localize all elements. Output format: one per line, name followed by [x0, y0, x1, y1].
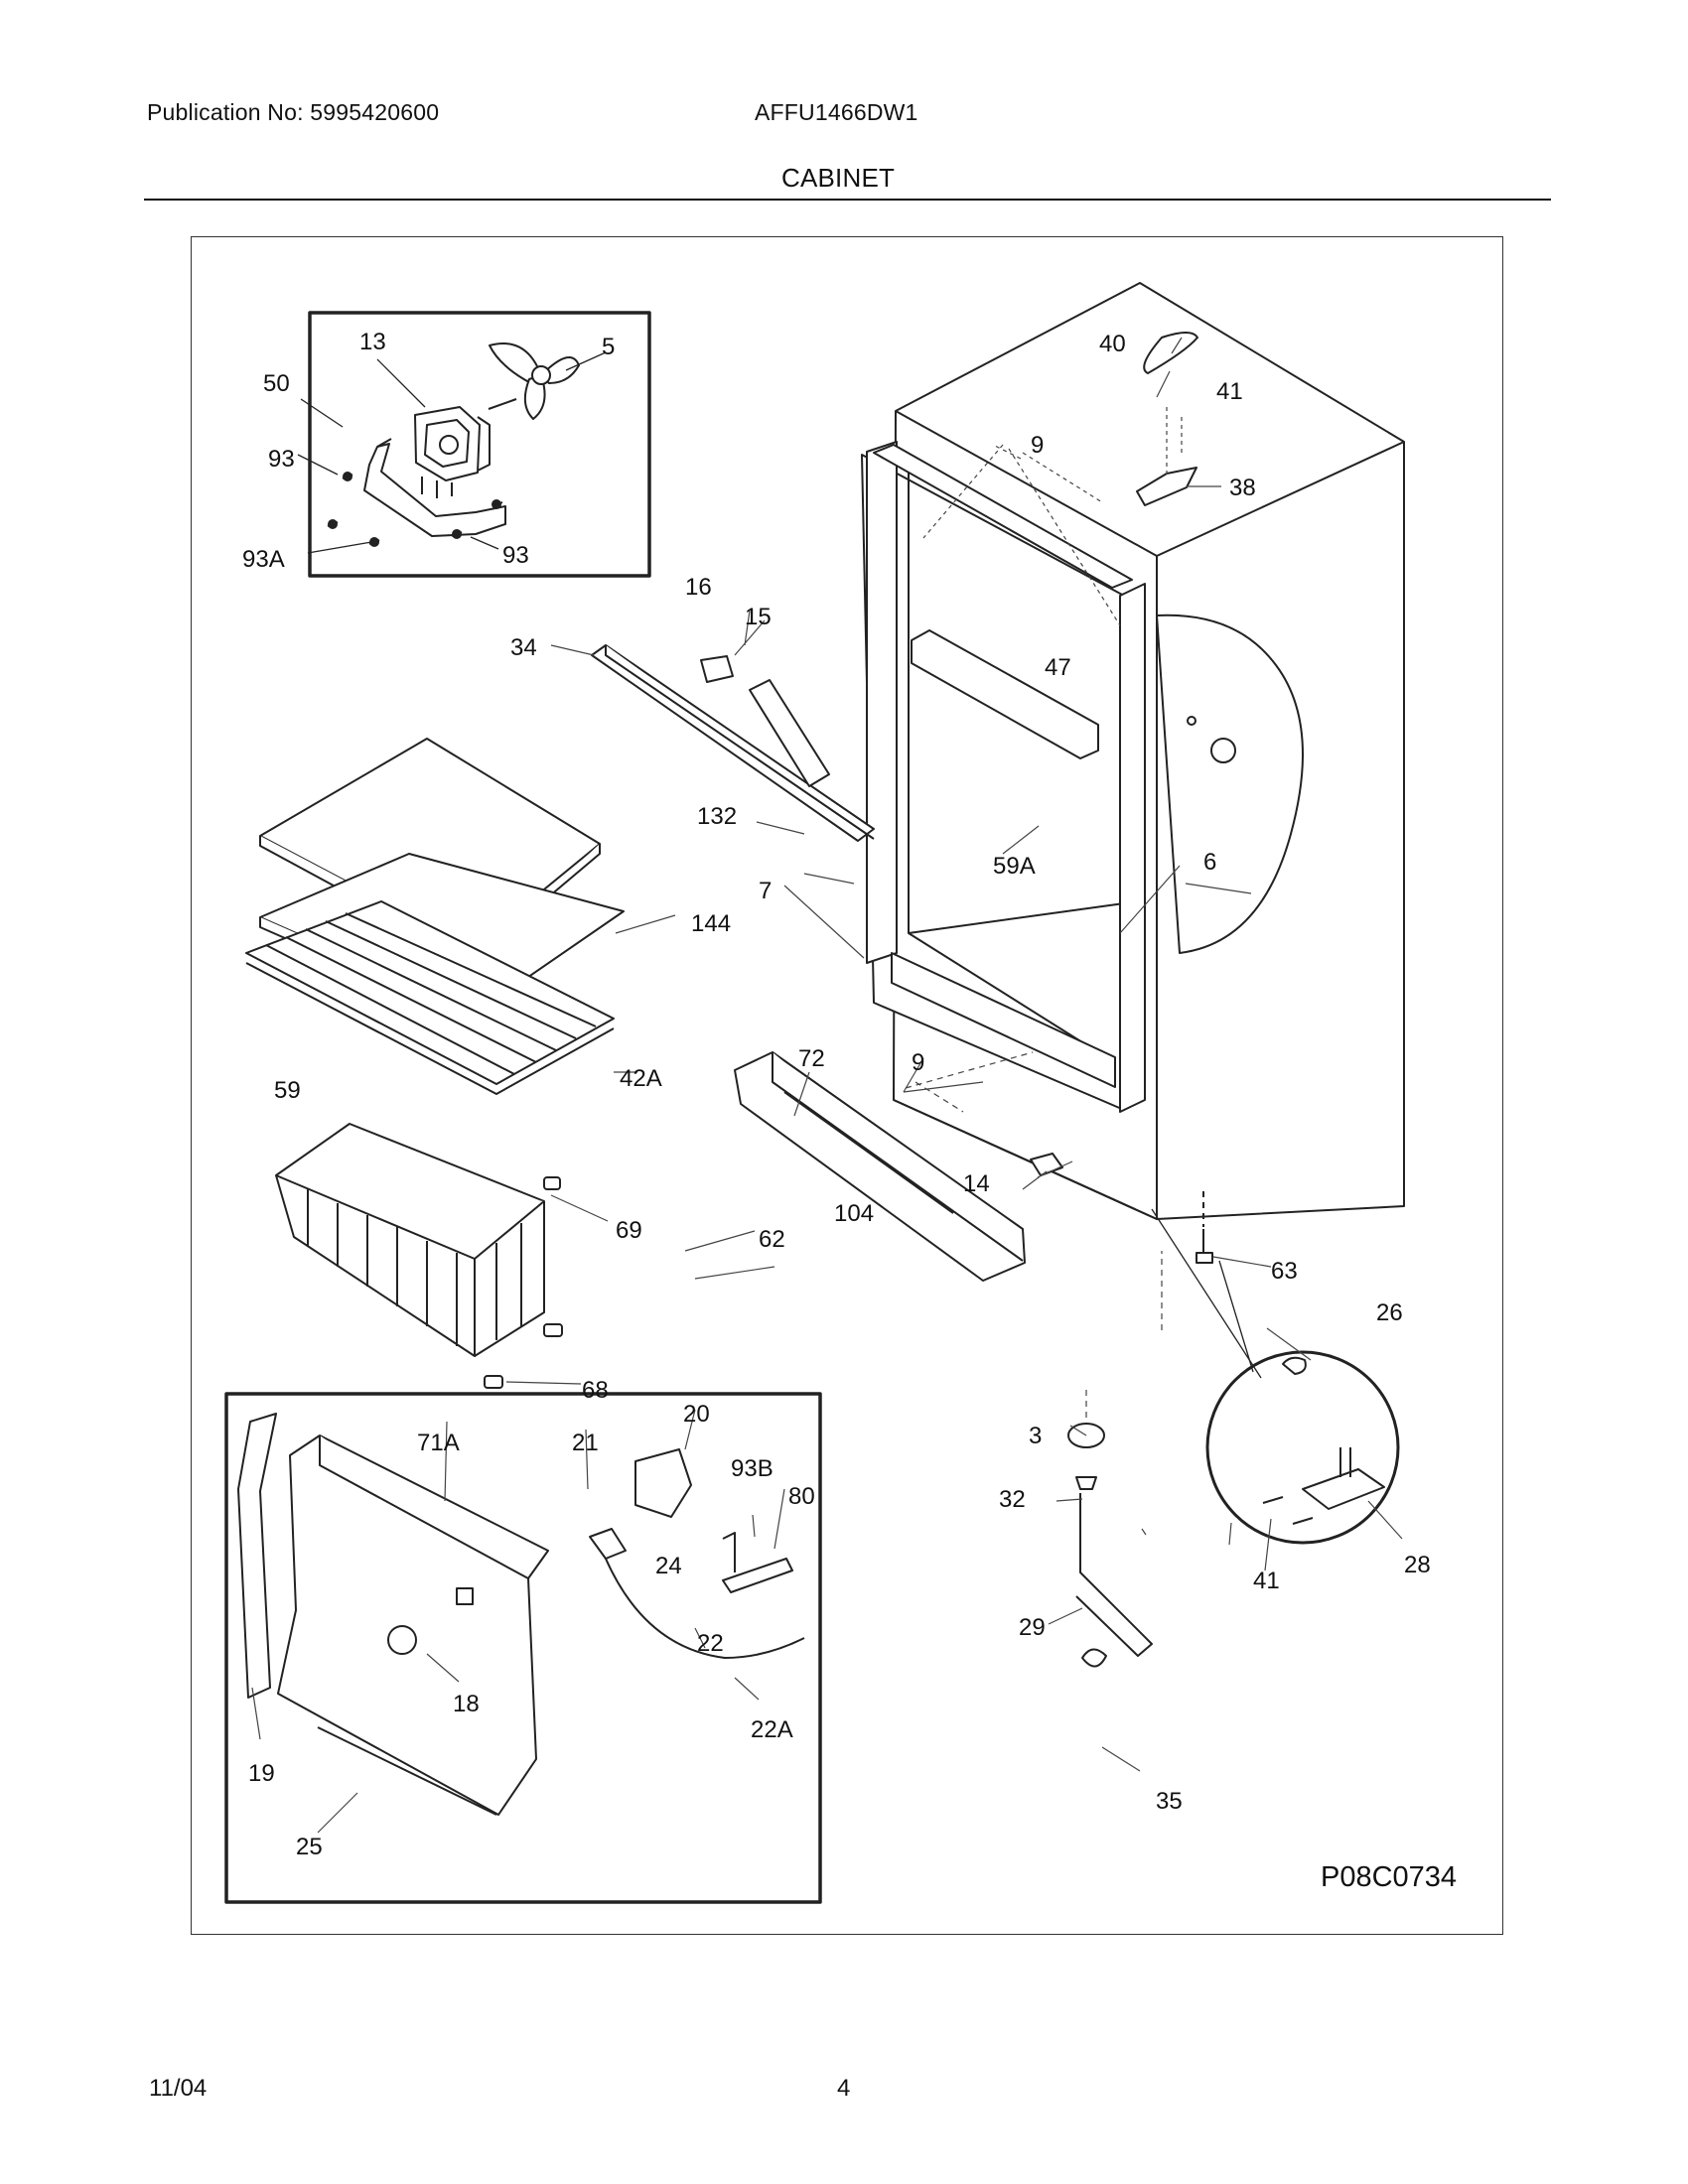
basket-clips [484, 1176, 563, 1389]
callout-label: 16 [685, 574, 712, 601]
callout-label: 6 [1203, 849, 1216, 876]
callout-label: 104 [834, 1200, 874, 1227]
callout-label: 13 [359, 329, 386, 355]
leader-lines [251, 337, 1403, 1834]
light-socket [589, 1448, 805, 1659]
rail-assembly [591, 644, 875, 842]
control-inset-box [224, 1392, 822, 1904]
publication-date: 11/04 [149, 2075, 208, 2102]
callout-label: 42A [620, 1065, 662, 1092]
publication-number: Publication No: 5995420600 [147, 99, 440, 125]
callout-label: 59A [993, 853, 1036, 880]
callout-label: 5 [602, 334, 615, 360]
callout-label: 24 [655, 1553, 682, 1579]
callout-label: 32 [999, 1486, 1026, 1513]
hinge-detail [1151, 1208, 1400, 1545]
callout-label: 3 [1029, 1423, 1042, 1449]
shelf-supports [911, 629, 1099, 759]
drawing-code: P08C0734 [1321, 1861, 1457, 1893]
callout-label: 144 [691, 910, 731, 937]
callout-label: 93 [268, 446, 295, 473]
callout-label: 14 [963, 1170, 990, 1197]
callout-label: 50 [263, 370, 290, 397]
callout-label: 15 [745, 604, 772, 630]
callout-label: 9 [1031, 432, 1044, 459]
callout-label: 80 [788, 1483, 815, 1510]
callout-label: 20 [683, 1401, 710, 1428]
callout-label: 93 [502, 542, 529, 569]
callout-label: 25 [296, 1834, 323, 1860]
callout-label: 132 [697, 803, 737, 830]
header-rule [144, 199, 1551, 201]
callout-labels: 13 5 50 93 93A 93 40 41 9 38 16 15 34 47… [242, 329, 1457, 1893]
callout-label: 71A [417, 1430, 460, 1456]
hinge-top [1136, 332, 1198, 506]
callout-label: 9 [912, 1049, 924, 1076]
fan-motor-inset-box [308, 311, 651, 578]
callout-label: 29 [1019, 1614, 1046, 1641]
tube-part [700, 655, 830, 787]
section-title: CABINET [781, 163, 896, 193]
callout-label: 72 [798, 1045, 825, 1072]
callout-label: 28 [1404, 1552, 1431, 1578]
callout-label: 34 [510, 634, 537, 661]
fan-motor [414, 398, 517, 498]
leveling-leg [1196, 1191, 1213, 1264]
diagram-frame [191, 236, 1503, 1935]
callout-label: 26 [1376, 1299, 1403, 1326]
fan-blade [489, 342, 580, 420]
basket [275, 1123, 545, 1357]
callout-label: 22 [697, 1630, 724, 1657]
callout-label: 7 [759, 878, 772, 904]
wire-shelf [245, 900, 615, 1095]
side-strip [237, 1413, 277, 1699]
callout-label: 47 [1045, 654, 1071, 681]
motor-bracket [363, 438, 506, 537]
callout-label: 41 [1216, 378, 1243, 405]
callout-label: 40 [1099, 331, 1126, 357]
door-gaskets [866, 441, 1146, 1113]
callout-label: 93A [242, 546, 285, 573]
page-number: 4 [837, 2075, 851, 2102]
door-handle-parts [1067, 1423, 1153, 1668]
callout-label: 21 [572, 1430, 599, 1456]
callout-label: 62 [759, 1226, 785, 1253]
callout-label: 63 [1271, 1258, 1298, 1285]
control-panel [277, 1434, 549, 1816]
callout-label: 18 [453, 1691, 480, 1717]
callout-label: 69 [616, 1217, 642, 1244]
callout-label: 93B [731, 1455, 774, 1482]
callout-label: 59 [274, 1077, 301, 1104]
inset-leader-lines [297, 351, 607, 554]
toe-grille [734, 1051, 1026, 1282]
callout-label: 35 [1156, 1788, 1183, 1815]
callout-label: 68 [582, 1377, 609, 1404]
callout-label: 19 [248, 1760, 275, 1787]
callout-label: 22A [751, 1716, 793, 1743]
model-number: AFFU1466DW1 [755, 99, 918, 125]
callout-label: 38 [1229, 475, 1256, 501]
callout-label: 41 [1253, 1568, 1280, 1594]
